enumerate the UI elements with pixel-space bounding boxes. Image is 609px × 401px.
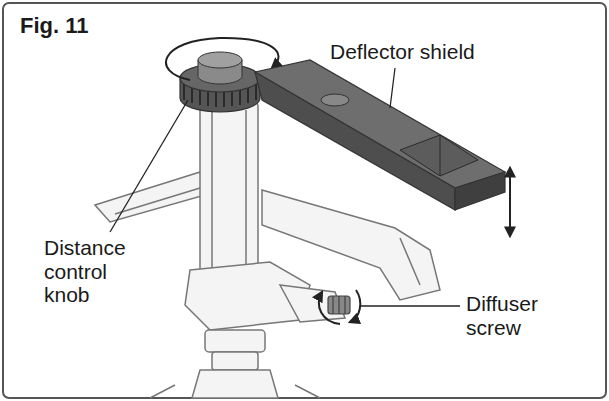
column [200, 100, 258, 280]
knob-top [198, 52, 242, 68]
figure-title: Fig. 11 [20, 14, 88, 39]
leader-lines [110, 68, 460, 306]
left-arm [95, 172, 205, 222]
shield-vent [400, 135, 478, 176]
shield-top [255, 60, 505, 188]
frame [3, 3, 606, 398]
turn-arrow [350, 290, 360, 322]
bearing [205, 330, 265, 352]
bearing [212, 352, 258, 370]
base [192, 370, 278, 398]
leader-line [360, 305, 460, 306]
shield-pivot [321, 94, 349, 106]
shield-vent [440, 135, 441, 176]
screw-thread [333, 296, 345, 314]
leader-line [390, 68, 395, 108]
column-edge [212, 110, 246, 270]
shield-end [455, 172, 505, 210]
leader-line [110, 100, 188, 232]
part-label: Distance control knob [44, 236, 154, 307]
deflector-shield [255, 60, 510, 236]
arm-edge [400, 238, 420, 285]
screw-head [328, 296, 350, 314]
part-label: Diffuser screw [466, 292, 586, 339]
part-label: Deflector shield [330, 40, 475, 64]
diffuser-screw [319, 290, 360, 324]
leg [150, 385, 320, 398]
turn-arrow [319, 292, 340, 324]
tilt-arrow [509, 168, 511, 236]
